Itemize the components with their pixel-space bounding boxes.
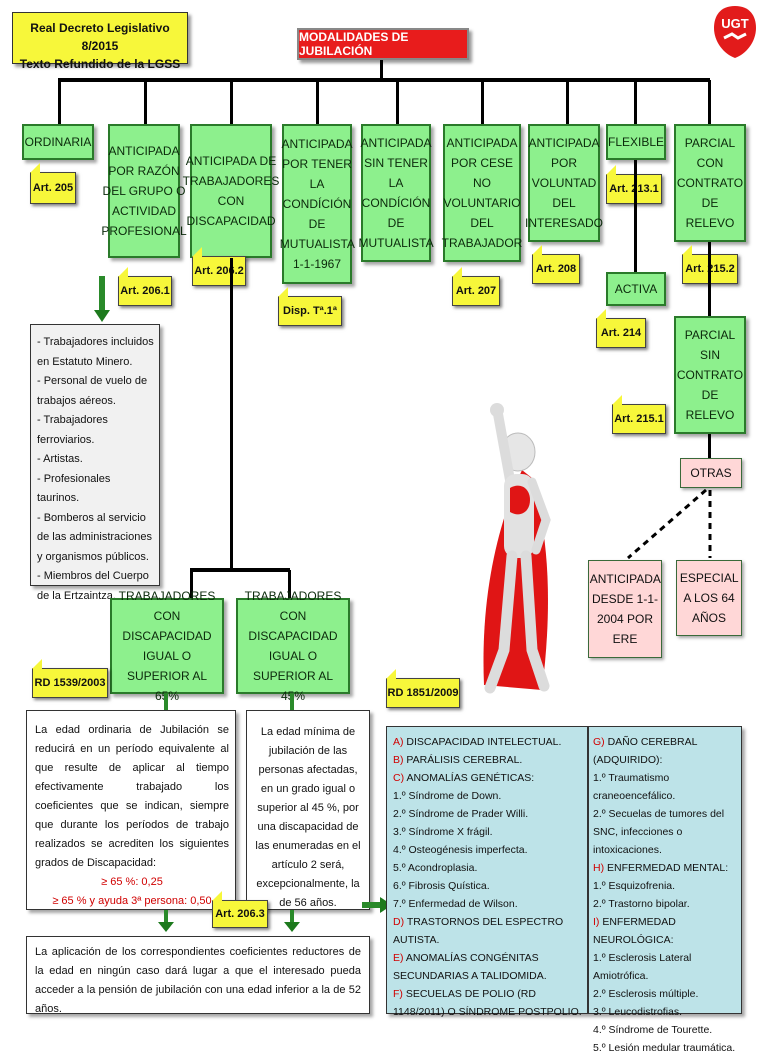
- box-ordinaria: ORDINARIA: [22, 124, 94, 160]
- box-parcial-sin: PARCIAL SIN CONTRATO DE RELEVO: [674, 316, 746, 434]
- law-line-1: Real Decreto Legislativo 8/2015: [30, 21, 170, 53]
- box-otras: OTRAS: [680, 458, 742, 488]
- tag-disp-ta: Disp. Tª.1ª: [278, 287, 342, 326]
- box-cese: ANTICIPADA POR CESE NO VOLUNTARIO DEL TR…: [441, 124, 523, 262]
- rd-list-box: A) DISCAPACIDAD INTELECTUAL. B) PARÁLISI…: [386, 726, 742, 1054]
- rd-item: 5.º Acondroplasia.: [393, 862, 478, 874]
- otras-connectors: [627, 488, 712, 560]
- grupo-item: - Trabajadores ferroviarios.: [37, 414, 108, 446]
- rd-item: 1.º Traumatismo craneoencefálico.: [593, 772, 676, 802]
- tag-art-206-2: Art. 206.2: [192, 247, 246, 286]
- box-disc-45: TRABAJADORES CON DISCAPACIDAD IGUAL O SU…: [236, 589, 350, 703]
- rd-item: 2.º Trastorno bipolar.: [593, 898, 690, 910]
- d65-text-box: La edad ordinaria de Jubilación se reduc…: [26, 710, 236, 910]
- bottom-note-text: La aplicación de los correspondientes co…: [35, 946, 361, 1015]
- box-voluntad: ANTICIPADA POR VOLUNTAD DEL INTERESADO: [525, 124, 604, 242]
- grupo-item: - Personal de vuelo de trabajos aéreos.: [37, 375, 148, 407]
- law-box: Real Decreto Legislativo 8/2015 Texto Re…: [12, 12, 188, 71]
- box-parcial-con: PARCIAL CON CONTRATO DE RELEVO: [674, 124, 746, 242]
- rd-item: I) ENFERMEDAD NEUROLÓGICA:: [593, 916, 676, 946]
- tag-art-214: Art. 214: [596, 309, 646, 348]
- label-cese: ANTICIPADA POR CESE NO VOLUNTARIO DEL TR…: [441, 136, 523, 250]
- green-arrow-down-icon: [94, 310, 110, 322]
- ugt-logo-icon: UGT: [714, 6, 756, 58]
- page-title: MODALIDADES DE JUBILACIÓN: [297, 28, 469, 60]
- rd-item: D) TRASTORNOS DEL ESPECTRO AUTISTA.: [393, 916, 564, 946]
- label-grupo: ANTICIPADA POR RAZÓN DEL GRUPO O ACTIVID…: [101, 144, 187, 238]
- box-discapacidad: ANTICIPADA DE TRABAJADORES CON DISCAPACI…: [183, 124, 279, 258]
- rd-item: A) DISCAPACIDAD INTELECTUAL.: [393, 736, 562, 748]
- grupo-item: - Bomberos al servicio de las administra…: [37, 511, 152, 563]
- rd-item: 6.º Fibrosis Quística.: [393, 880, 490, 892]
- superhero-figure-icon: [483, 403, 551, 694]
- label-flexible: FLEXIBLE: [607, 135, 665, 149]
- rd-item: G) DAÑO CEREBRAL (ADQUIRIDO):: [593, 736, 698, 766]
- label-sin-mutualista: ANTICIPADA SIN TENER LA CONDÍCIÓN DE MUT…: [358, 136, 434, 250]
- grupo-item: - Miembros del Cuerpo de la Ertzaintza.: [37, 570, 149, 602]
- rd-item: 7.º Enfermedad de Wilson.: [393, 898, 518, 910]
- tag-art-205: Art. 205: [30, 163, 76, 204]
- rd-list-right: G) DAÑO CEREBRAL (ADQUIRIDO): 1.º Trauma…: [593, 733, 737, 1057]
- d45-text: La edad mínima de jubilación de las pers…: [255, 726, 361, 909]
- rd-item: 2.º Secuelas de tumores del SNC, infecci…: [593, 808, 725, 856]
- rd-item: E) ANOMALÍAS CONGÉNITAS SECUNDARIAS A TA…: [393, 952, 547, 982]
- grupo-item: - Trabajadores incluidos en Estatuto Min…: [37, 336, 154, 368]
- rd-item: 2.º Síndrome de Prader Willi.: [393, 808, 529, 820]
- grupo-list-box: - Trabajadores incluidos en Estatuto Min…: [30, 324, 160, 602]
- d65-coef-1: ≥ 65 %: 0,25: [101, 876, 163, 888]
- tag-art-207: Art. 207: [452, 267, 500, 306]
- rd-item: H) ENFERMEDAD MENTAL:: [593, 862, 729, 874]
- tag-art-215-1: Art. 215.1: [612, 395, 666, 434]
- superhero-illustration: [470, 400, 570, 700]
- rd-item: 3.º Síndrome X frágil.: [393, 826, 493, 838]
- rd-item: F) SECUELAS DE POLIO (RD 1148/2011) O SÍ…: [393, 988, 582, 1018]
- box-disc-65: TRABAJADORES CON DISCAPACIDAD IGUAL O SU…: [110, 589, 224, 703]
- rd-item: 3.º Leucodistrofias.: [593, 1006, 683, 1018]
- law-line-2: Texto Refundido de la LGSS: [19, 57, 181, 71]
- label-ordinaria: ORDINARIA: [24, 135, 92, 149]
- d65-text: La edad ordinaria de Jubilación se reduc…: [35, 724, 229, 869]
- box-mutualista: ANTICIPADA POR TENER LA CONDÍCIÓN DE MUT…: [279, 124, 355, 284]
- label-voluntad: ANTICIPADA POR VOLUNTAD DEL INTERESADO: [525, 136, 604, 230]
- rd-item: 1.º Esclerosis Lateral Amiotrófica.: [593, 952, 692, 982]
- box-ere: ANTICIPADA DESDE 1-1-2004 POR ERE: [588, 560, 662, 658]
- d65-coef-2: ≥ 65 % y ayuda 3ª persona: 0,50: [52, 895, 212, 907]
- green-arrow-down-icon: [284, 922, 300, 932]
- green-arrow-down-icon: [158, 922, 174, 932]
- title-text: MODALIDADES DE JUBILACIÓN: [299, 30, 409, 58]
- tag-art-206-1: Art. 206.1: [118, 267, 172, 306]
- bottom-note-box: La aplicación de los correspondientes co…: [26, 936, 370, 1015]
- rd-item: 5.º Lesión medular traumática.: [593, 1042, 736, 1054]
- label-discapacidad: ANTICIPADA DE TRABAJADORES CON DISCAPACI…: [182, 154, 280, 228]
- grupo-item: - Artistas.: [37, 453, 83, 465]
- logo-text: UGT: [721, 16, 749, 31]
- grupo-item: - Profesionales taurinos.: [37, 472, 111, 505]
- label-parcial-con: PARCIAL CON CONTRATO DE RELEVO: [676, 136, 744, 230]
- tag-rd-1539: RD 1539/2003: [32, 659, 108, 698]
- rd-item: 2.º Esclerosis múltiple.: [593, 988, 699, 1000]
- tag-rd-1851: RD 1851/2009: [386, 669, 460, 708]
- rd-item: 4.º Osteogénesis imperfecta.: [393, 844, 528, 856]
- rd-item: B) PARÁLISIS CEREBRAL.: [393, 754, 523, 766]
- rd-list-left: A) DISCAPACIDAD INTELECTUAL. B) PARÁLISI…: [393, 733, 583, 1021]
- label-mutualista: ANTICIPADA POR TENER LA CONDÍCIÓN DE MUT…: [279, 137, 355, 271]
- tag-art-206-3: Art. 206.3: [212, 891, 268, 928]
- box-sin-mutualista: ANTICIPADA SIN TENER LA CONDÍCIÓN DE MUT…: [358, 124, 434, 262]
- box-grupo: ANTICIPADA POR RAZÓN DEL GRUPO O ACTIVID…: [101, 124, 187, 258]
- d45-text-box: La edad mínima de jubilación de las pers…: [246, 710, 370, 910]
- rd-item: C) ANOMALÍAS GENÉTICAS:: [393, 772, 535, 784]
- box-activa: ACTIVA: [606, 272, 666, 306]
- box-flexible: FLEXIBLE: [606, 124, 666, 160]
- tag-art-208: Art. 208: [532, 245, 580, 284]
- rd-item: 1.º Síndrome de Down.: [393, 790, 502, 802]
- ugt-logo: UGT: [712, 4, 758, 60]
- rd-item: 1.º Esquizofrenia.: [593, 880, 676, 892]
- box-64: ESPECIAL A LOS 64 AÑOS: [676, 560, 742, 636]
